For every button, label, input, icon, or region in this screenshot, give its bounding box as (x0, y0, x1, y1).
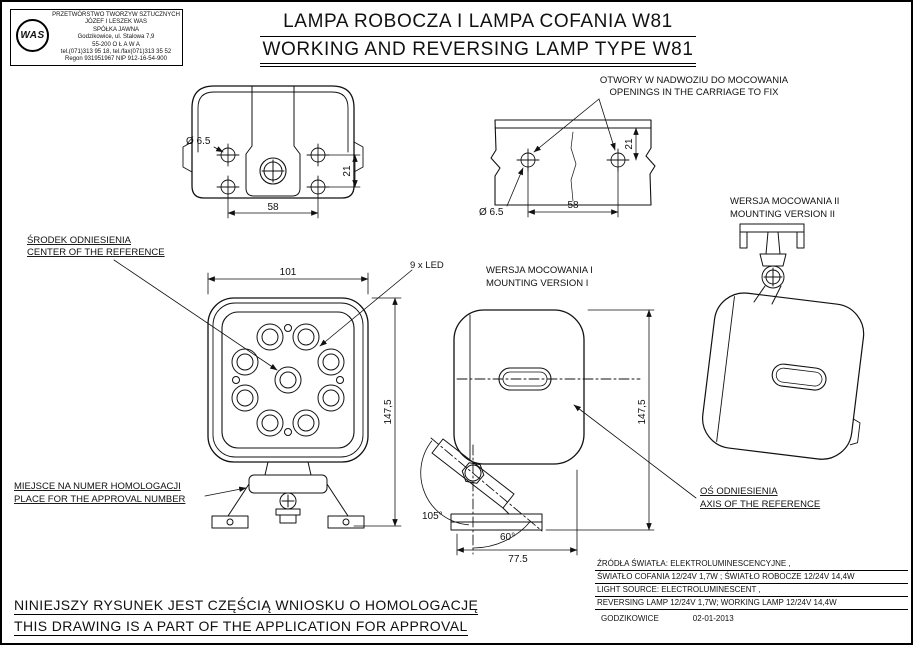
front-view: 101 147,5 9 x LED ŚRODEK ODNIESIENIA CEN… (14, 234, 444, 529)
center-screw-icon (259, 157, 287, 185)
dim-101: 101 (280, 267, 297, 278)
template-dimensions (506, 98, 639, 218)
was-logo-text: WAS (20, 30, 45, 41)
light-source-specs: ŹRÓDŁA ŚWIATŁA: ELEKTROLUMINESCENCYJNE ,… (595, 558, 908, 623)
title-english: WORKING AND REVERSING LAMP TYPE W81 (260, 37, 696, 67)
was-logo: WAS (16, 19, 49, 52)
dim-147-front: 147,5 (383, 399, 394, 424)
spec-line-2: ŚWIATŁO COFANIA 12/24V 1,7W ; ŚWIATŁO RO… (595, 571, 908, 584)
center-reference-label-pl: ŚRODEK ODNIESIENIA (27, 234, 132, 246)
mounting1-label-en: MOUNTING VERSION I (486, 278, 588, 289)
front-bracket (211, 461, 365, 529)
dim-58-template: 58 (567, 200, 579, 211)
mounting-version-2: WERSJA MOCOWANIA II MOUNTING VERSION II (702, 196, 865, 460)
title-polish: LAMPA ROBOCZA I LAMPA COFANIA W81 (260, 11, 696, 37)
mounting1-dimensions (456, 309, 697, 556)
title-block: LAMPA ROBOCZA I LAMPA COFANIA W81 WORKIN… (260, 11, 696, 67)
approval-place-label-pl: MIEJSCE NA NUMER HOMOLOGACJI (14, 481, 181, 492)
back-view-dimensions (213, 146, 361, 219)
dim-dia-back: Ø 6.5 (186, 136, 211, 147)
approval-statement-en: THIS DRAWING IS A PART OF THE APPLICATIO… (14, 618, 468, 636)
company-line-2: JÓZEF I LESZEK WAS (84, 19, 148, 26)
company-info: PRZETWÓRSTWO TWORZYW SZTUCZNYCH JÓZEF I … (52, 12, 180, 64)
approval-statement: NINIEJSZY RYSUNEK JEST CZĘŚCIĄ WNIOSKU O… (14, 597, 479, 639)
front-view-dimensions (113, 259, 413, 527)
dim-77-5: 77.5 (508, 554, 528, 565)
place-label: GODZIKOWICE (601, 614, 659, 623)
date-label: 02-01-2013 (692, 614, 734, 623)
approval-place-label-en: PLACE FOR THE APPROVAL NUMBER (14, 494, 186, 505)
mounting1-label-pl: WERSJA MOCOWANIA I (486, 265, 593, 276)
approval-statement-pl: NINIEJSZY RYSUNEK JEST CZĘŚCIĄ WNIOSKU O… (14, 597, 479, 615)
spec-line-3: LIGHT SOURCE: ELECTROLUMINESCENT , (595, 584, 908, 597)
mounting2-label-pl: WERSJA MOCOWANIA II (730, 196, 839, 207)
back-view: 58 21 Ø 6.5 (182, 85, 364, 219)
company-line-1: PRZETWÓRSTWO TWORZYW SZTUCZNYCH (52, 12, 180, 18)
top-bracket (739, 223, 805, 305)
axis-reference-label-en: AXIS OF THE REFERENCE (700, 499, 820, 510)
spec-line-4: REVERSING LAMP 12/24V 1,7W; WORKING LAMP… (595, 597, 908, 610)
bracket-axis-centerline (430, 437, 543, 532)
dim-dia-template: Ø 6.5 (479, 207, 504, 218)
dim-147-side: 147,5 (637, 399, 648, 424)
company-line-5: 55-200 O Ł A W A (92, 41, 140, 48)
company-line-6: tel.(071)313 95 18, tel./fax(071)313 35 … (60, 49, 172, 56)
dim-21-back: 21 (342, 165, 353, 177)
place-date-row: GODZIKOWICE 02-01-2013 (595, 610, 908, 623)
led-array (231, 323, 345, 437)
company-box: WAS PRZETWÓRSTWO TWORZYW SZTUCZNYCH JÓZE… (10, 9, 183, 66)
company-line-3: SPÓŁKA JAWNA (92, 26, 140, 33)
openings-label-en: OPENINGS IN THE CARRIAGE TO FIX (610, 87, 780, 98)
led-count-label: 9 x LED (410, 260, 444, 271)
dim-58-back: 58 (267, 202, 279, 213)
center-reference-label-en: CENTER OF THE REFERENCE (27, 247, 165, 258)
dim-60deg: 60° (500, 532, 515, 543)
dim-105deg: 105° (422, 511, 443, 522)
dim-21-template: 21 (624, 138, 635, 150)
mounting2-label-en: MOUNTING VERSION II (730, 209, 835, 220)
openings-label-pl: OTWORY W NADWOZIU DO MOCOWANIA (600, 75, 789, 86)
company-line-4: Godzikowice, ul. Stalowa 7,9 (77, 34, 155, 41)
mounting-version-1: WERSJA MOCOWANIA I MOUNTING VERSION I 10… (420, 265, 820, 565)
drill-template: 58 21 Ø 6.5 OTWORY W NADWOZIU DO MOCOWAN… (479, 75, 789, 218)
axis-reference-label-pl: OŚ ODNIESIENIA (700, 485, 778, 497)
lamp-body-side (702, 292, 865, 460)
spec-line-1: ŹRÓDŁA ŚWIATŁA: ELEKTROLUMINESCENCYJNE , (595, 558, 908, 571)
company-line-7: Regon 931951967 NIP 912-16-54-900 (65, 56, 167, 63)
tilted-bracket (431, 438, 543, 531)
